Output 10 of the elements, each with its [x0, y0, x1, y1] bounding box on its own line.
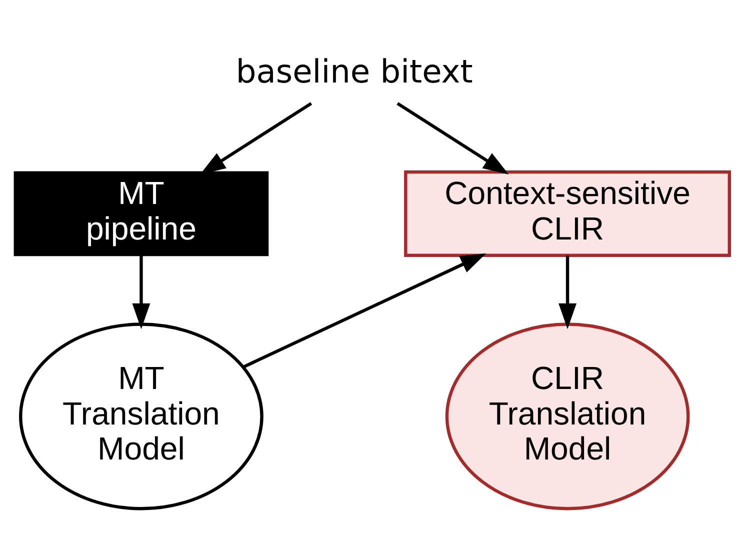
node-box: Context-sensitive CLIR	[404, 170, 731, 256]
node-text: baseline bitext	[236, 52, 473, 90]
arrow	[558, 255, 577, 329]
arrow	[242, 252, 486, 368]
node-ellipse: MT Translation Model	[19, 322, 264, 510]
arrow	[200, 102, 312, 174]
arrow	[132, 255, 150, 329]
arrow	[396, 102, 509, 174]
node-box: MT pipeline	[14, 170, 269, 256]
node-ellipse: CLIR Translation Model	[445, 322, 690, 510]
